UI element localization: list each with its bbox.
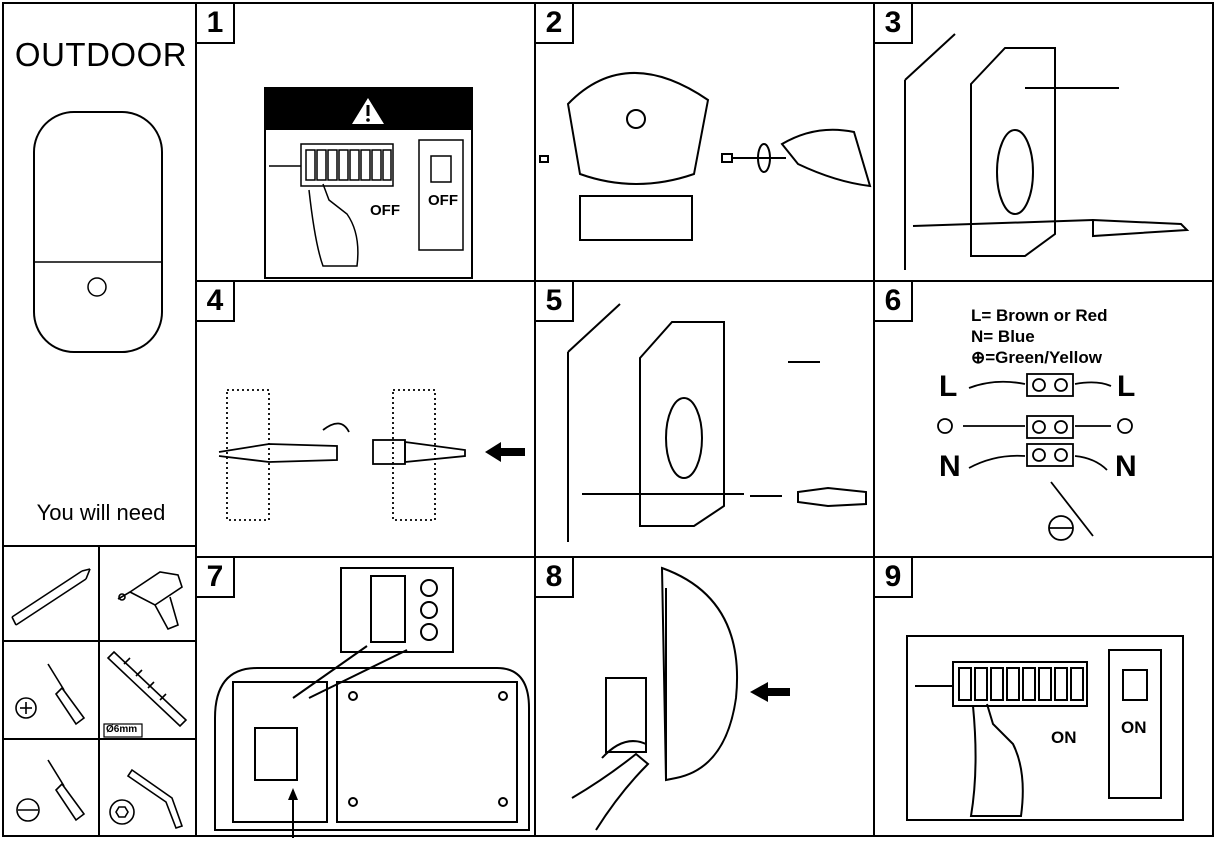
hex-key-icon (109, 768, 184, 830)
drill-bit-icon (103, 650, 188, 738)
step-6-panel: 6 L L N N (873, 280, 1214, 558)
switch-off-label: OFF (428, 192, 458, 209)
step-2-panel: 2 (534, 2, 875, 282)
phillips-screwdriver-icon (15, 663, 86, 726)
neutral-left-label: N (939, 450, 961, 483)
step-number: 3 (873, 2, 913, 44)
tool-drill-bit: Ø6mm (98, 640, 197, 740)
product-panel: OUTDOOR You will need (2, 2, 197, 547)
step-number: 7 (195, 556, 235, 598)
open-housing-illustration (539, 72, 872, 241)
step-number: 4 (195, 280, 235, 322)
drill-icon (117, 571, 183, 631)
step-4-panel: 4 (195, 280, 536, 558)
breaker-on-label: ON (1051, 728, 1077, 747)
step-1-panel: 1 OFF OFF (195, 2, 536, 282)
power-on-illustration (906, 635, 1184, 821)
step-number: 8 (534, 556, 574, 598)
power-off-illustration (264, 87, 473, 279)
tool-hex-key (98, 738, 197, 837)
tool-phillips-screwdriver (2, 640, 100, 740)
tool-pencil (2, 545, 100, 642)
switch-on-label: ON (1121, 718, 1147, 737)
wiring-terminal-illustration (937, 373, 1133, 541)
tool-drill (98, 545, 197, 642)
step-8-panel: 8 (534, 556, 875, 837)
live-left-label: L (939, 370, 958, 403)
live-right-label: L (1117, 370, 1136, 403)
flat-screwdriver-icon (16, 759, 86, 822)
legend-earth: ⊕=Green/Yellow (971, 348, 1102, 367)
mount-base-illustration (567, 303, 867, 542)
step-7-panel: 7 (195, 556, 536, 838)
step-3-panel: 3 (873, 2, 1214, 282)
wire-color-legend: L= Brown or Red N= Blue ⊕=Green/Yellow (971, 305, 1107, 368)
lamp-front-illustration (33, 111, 163, 353)
sheet-title: OUTDOOR (14, 36, 188, 73)
tool-flat-screwdriver (2, 738, 100, 837)
legend-neutral: N= Blue (971, 327, 1035, 346)
you-will-need-label: You will need (36, 500, 166, 525)
legend-live: L= Brown or Red (971, 306, 1108, 325)
mark-holes-illustration (904, 33, 1190, 270)
step-5-panel: 5 (534, 280, 875, 558)
neutral-right-label: N (1115, 450, 1137, 483)
pencil-icon (11, 568, 91, 626)
step-number: 1 (195, 2, 235, 44)
connect-wires-illustration (214, 567, 530, 838)
step-number: 6 (873, 280, 913, 322)
drill-bit-size-label: Ø6mm (106, 724, 138, 735)
attach-cover-illustration (571, 566, 790, 831)
step-number: 2 (534, 2, 574, 44)
step-number: 5 (534, 280, 574, 322)
breaker-off-label: OFF (370, 202, 400, 219)
step-number: 9 (873, 556, 913, 598)
step-9-panel: 9 ON ON (873, 556, 1214, 837)
drill-and-plug-illustration (218, 389, 525, 521)
